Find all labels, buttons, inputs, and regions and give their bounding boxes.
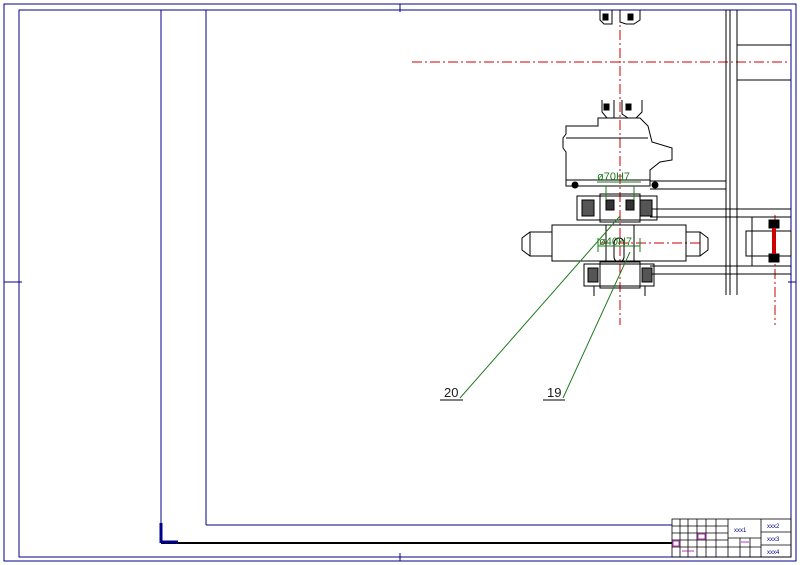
upper-clamp [599, 10, 641, 25]
dimension-inner-bore: ø40H7 [599, 236, 632, 248]
part-number-19: 19 [547, 385, 561, 400]
shaft-hub [521, 224, 709, 263]
part-number-20: 20 [444, 385, 458, 400]
title-block-cell-2: xxx2 [767, 524, 780, 530]
centerlines [412, 12, 790, 325]
sheet-frame [3, 3, 797, 562]
leader-lines [440, 215, 631, 401]
gearbox-housing [562, 100, 673, 189]
title-block [671, 518, 792, 558]
bearing-assembly [576, 193, 658, 296]
title-block-cell-1: xxx1 [734, 528, 747, 534]
title-block-cell-4: xxx4 [767, 550, 780, 556]
binding-corner [159, 523, 672, 544]
right-joint [768, 219, 780, 263]
title-block-cell-3: xxx3 [767, 537, 780, 543]
dimension-lines [597, 181, 641, 252]
support-frame [650, 10, 792, 295]
dimension-outer-bore: ø70H7 [597, 171, 630, 183]
